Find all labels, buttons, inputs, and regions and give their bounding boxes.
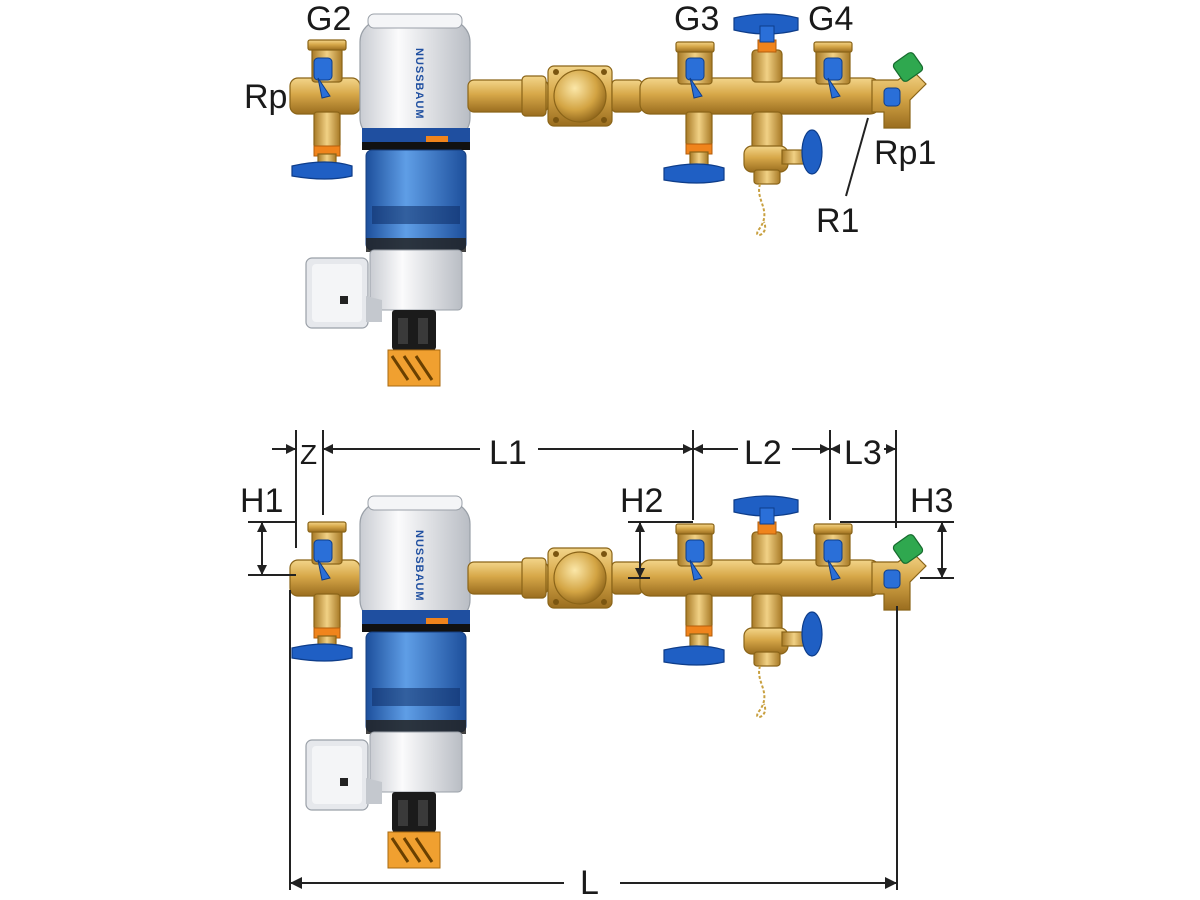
dim-z: Z (300, 439, 317, 470)
label-rp1: Rp1 (874, 134, 936, 172)
label-g3: G3 (674, 0, 719, 38)
label-r1: R1 (816, 202, 859, 240)
assembly-top (288, 12, 928, 388)
dim-h1: H1 (240, 482, 283, 520)
dim-h3: H3 (910, 482, 953, 520)
dim-l3: L3 (844, 434, 882, 472)
dim-l: L (580, 864, 599, 900)
label-g2: G2 (306, 0, 351, 38)
filter-brand-top: NUSSBAUM (413, 48, 425, 120)
dim-h2: H2 (620, 482, 663, 520)
label-rp: Rp (244, 78, 287, 116)
label-g4: G4 (808, 0, 853, 38)
filter-brand-bottom: NUSSBAUM (413, 530, 425, 602)
dim-l1: L1 (489, 434, 527, 472)
leader-r1 (845, 117, 869, 197)
assembly-bottom (288, 494, 928, 870)
dimension-lines (248, 430, 954, 890)
dim-l2: L2 (744, 434, 782, 472)
